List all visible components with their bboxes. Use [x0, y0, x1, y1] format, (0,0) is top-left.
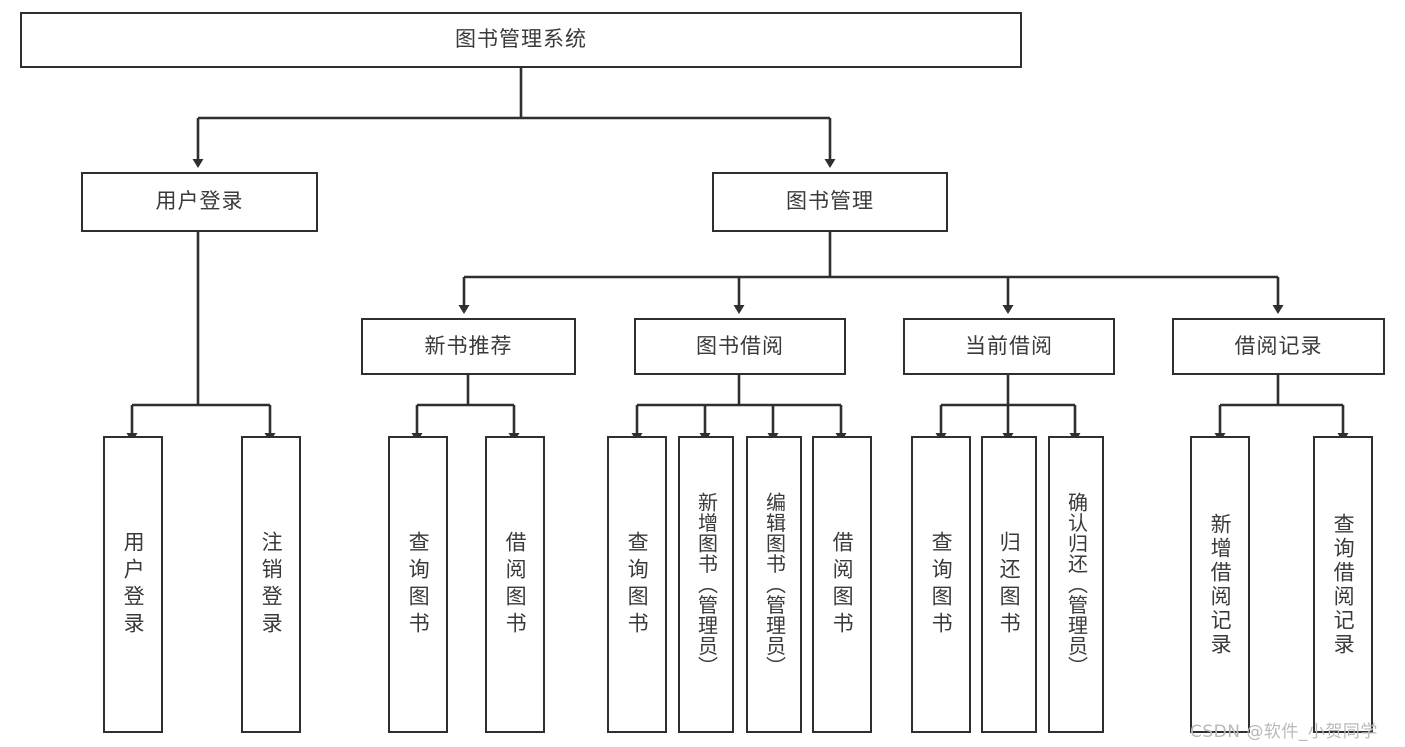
leaf-add-borrow-record[interactable]: 新增借阅记录 [1190, 436, 1250, 733]
leaf-confirm-return-admin[interactable]: 确认归还（管理员） [1048, 436, 1104, 733]
leaf-user-login[interactable]: 用户登录 [103, 436, 163, 733]
node-new-book-recommend[interactable]: 新书推荐 [361, 318, 576, 375]
leaf-search-borrow-record[interactable]: 查询借阅记录 [1313, 436, 1373, 733]
leaf-edit-book-admin[interactable]: 编辑图书（管理员） [746, 436, 802, 733]
leaf-search-book-recommend[interactable]: 查询图书 [388, 436, 448, 733]
node-root-system[interactable]: 图书管理系统 [20, 12, 1022, 68]
node-book-management[interactable]: 图书管理 [712, 172, 948, 232]
node-book-borrow[interactable]: 图书借阅 [634, 318, 846, 375]
leaf-add-book-admin[interactable]: 新增图书（管理员） [678, 436, 734, 733]
node-borrow-record[interactable]: 借阅记录 [1172, 318, 1385, 375]
leaf-borrow-book-recommend[interactable]: 借阅图书 [485, 436, 545, 733]
leaf-search-book-current[interactable]: 查询图书 [911, 436, 971, 733]
leaf-search-book-borrow[interactable]: 查询图书 [607, 436, 667, 733]
watermark-text: CSDN @软件_小贺同学 [1190, 722, 1378, 742]
leaf-borrow-book-borrow[interactable]: 借阅图书 [812, 436, 872, 733]
leaf-return-book[interactable]: 归还图书 [981, 436, 1037, 733]
node-user-login[interactable]: 用户登录 [81, 172, 318, 232]
leaf-user-logout[interactable]: 注销登录 [241, 436, 301, 733]
node-current-borrow[interactable]: 当前借阅 [903, 318, 1115, 375]
